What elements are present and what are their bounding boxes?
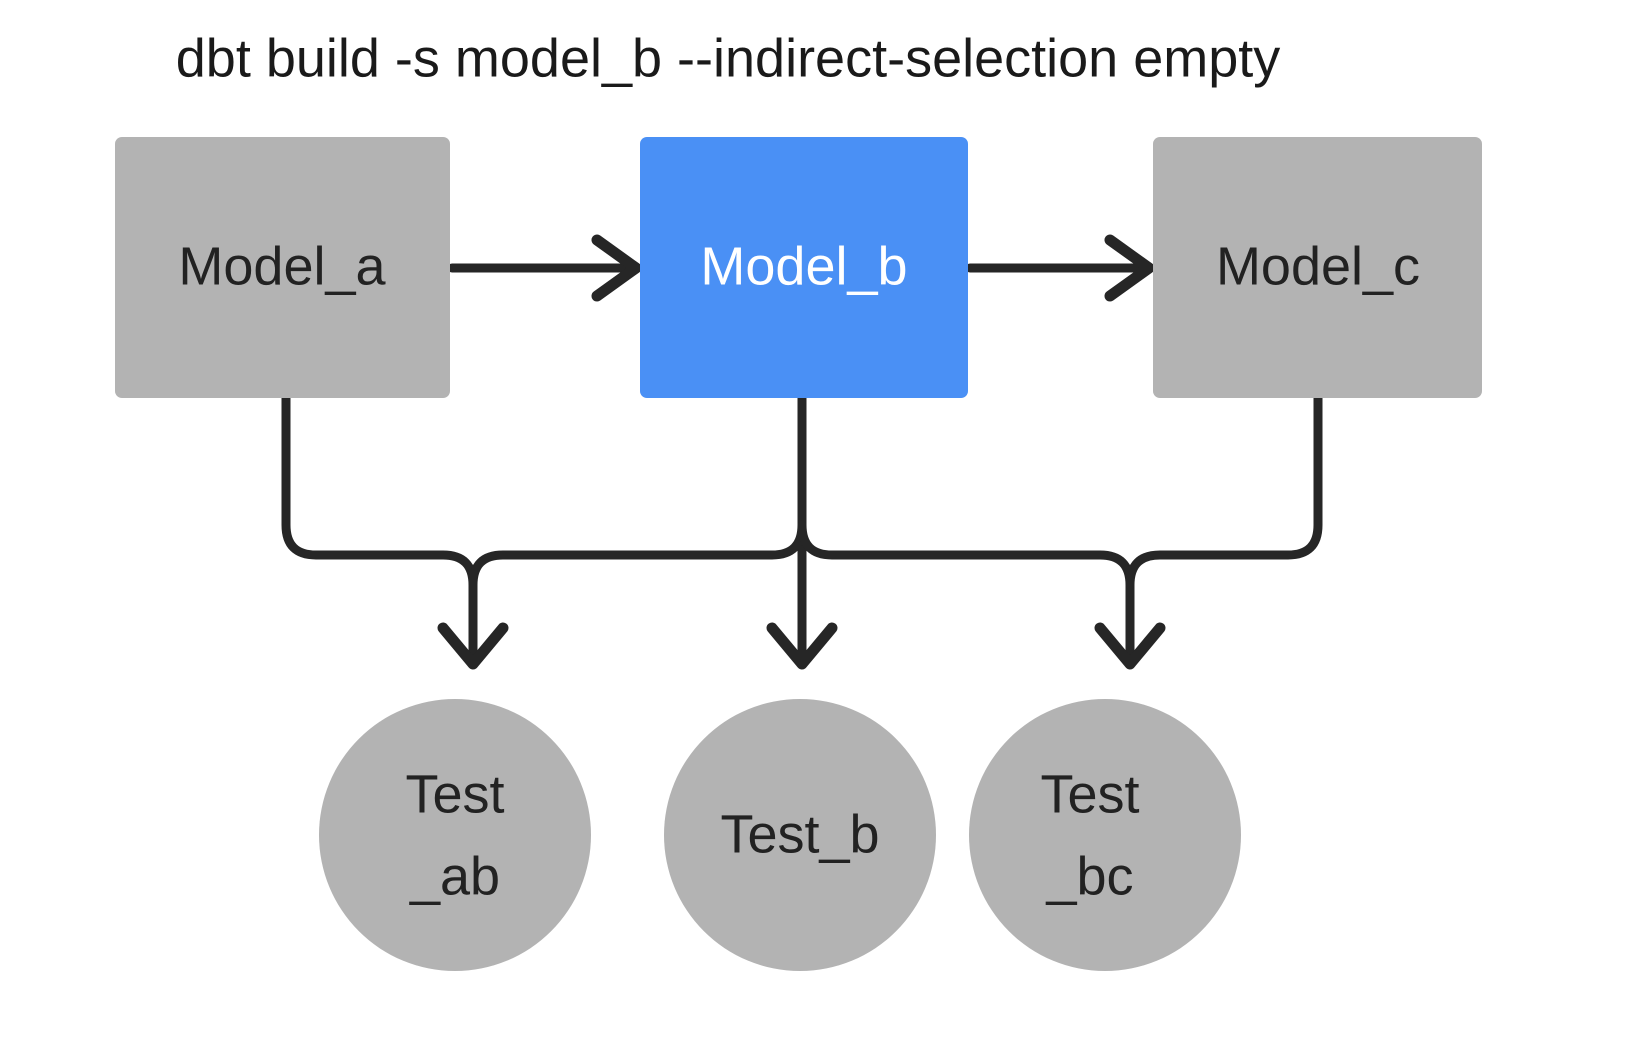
node-test-bc[interactable]: Test _bc xyxy=(969,699,1241,971)
node-test-b-shape[interactable] xyxy=(664,699,936,971)
edge-model-b-to-test-bc xyxy=(797,520,1166,670)
node-model-b[interactable]: Model_b xyxy=(640,137,968,398)
test-nodes-layer: Test _ab Test_b Test _bc xyxy=(319,699,1241,971)
node-test-b[interactable]: Test_b xyxy=(664,699,936,971)
edge-model-b-to-test-ab xyxy=(437,520,807,670)
node-model-b-shape[interactable] xyxy=(640,137,968,398)
node-model-a-shape[interactable] xyxy=(115,137,450,398)
node-model-a-label: Model_a xyxy=(178,236,386,296)
node-test-ab-label-line2: _ab xyxy=(409,846,500,906)
edge-model-c-to-test-bc xyxy=(1125,393,1323,590)
node-test-b-label-line1: Test_b xyxy=(720,804,879,864)
node-model-a[interactable]: Model_a xyxy=(115,137,450,398)
edge-model-a-to-model-b xyxy=(447,234,642,302)
node-model-c[interactable]: Model_c xyxy=(1153,137,1482,398)
node-test-bc-shape[interactable] xyxy=(969,699,1241,971)
node-model-c-shape[interactable] xyxy=(1153,137,1482,398)
edge-model-a-to-test-ab xyxy=(281,393,478,590)
node-test-ab-shape[interactable] xyxy=(319,699,591,971)
edges-layer xyxy=(281,234,1323,670)
node-test-bc-label-line2: _bc xyxy=(1045,846,1133,906)
node-test-ab[interactable]: Test _ab xyxy=(319,699,591,971)
edge-model-b-to-model-c xyxy=(965,234,1155,302)
node-test-bc-label-line1: Test xyxy=(1040,764,1139,824)
model-nodes-layer: Model_a Model_b Model_c xyxy=(115,137,1482,398)
diagram-title: dbt build -s model_b --indirect-selectio… xyxy=(176,28,1281,88)
node-model-c-label: Model_c xyxy=(1216,236,1420,296)
node-model-b-label: Model_b xyxy=(700,236,907,296)
node-test-ab-label-line1: Test xyxy=(405,764,504,824)
